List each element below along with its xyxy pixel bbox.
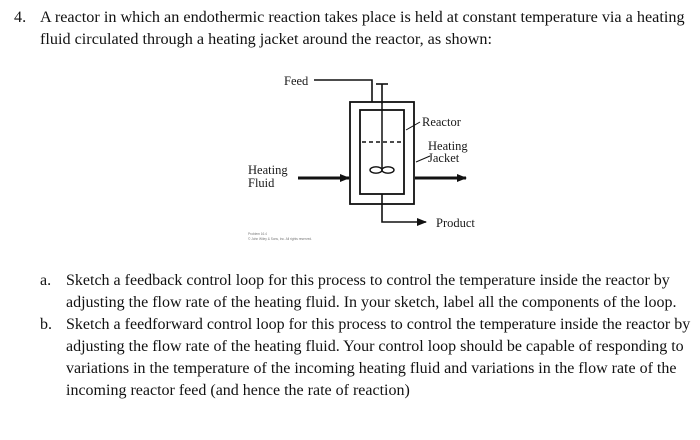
question-4: 4. A reactor in which an endothermic rea… xyxy=(14,6,690,50)
reactor-diagram: Feed Heating Fluid Product Reactor Heati… xyxy=(230,64,500,254)
impeller-blade-right xyxy=(381,166,395,174)
jacket-leader-line xyxy=(415,155,431,163)
figure-credit-line1: Problem 16.4 xyxy=(248,232,267,236)
part-b-text: Sketch a feedforward control loop for th… xyxy=(66,316,691,399)
question-stem-row: 4. A reactor in which an endothermic rea… xyxy=(14,6,690,50)
figure-credit-line2: © John Wiley & Sons, Inc. All rights res… xyxy=(248,237,312,241)
part-b-letter: b. xyxy=(40,316,52,333)
question-parts: a. Sketch a feedback control loop for th… xyxy=(40,270,692,402)
part-b: b. Sketch a feedforward control loop for… xyxy=(40,314,692,402)
feed-label: Feed xyxy=(284,74,309,88)
reactor-label: Reactor xyxy=(422,115,462,129)
product-label: Product xyxy=(436,216,475,230)
impeller-blade-left xyxy=(369,166,383,174)
product-line xyxy=(381,194,427,226)
question-number: 4. xyxy=(14,8,27,26)
heating-jacket-label-line1: Heating xyxy=(428,139,468,153)
feed-line xyxy=(314,79,373,102)
heating-fluid-label-line1: Heating xyxy=(248,163,288,177)
reactor-leader-line xyxy=(405,121,421,131)
part-a: a. Sketch a feedback control loop for th… xyxy=(40,270,692,314)
heating-fluid-label-line2: Fluid xyxy=(248,176,275,190)
reactor-diagram-svg: Feed Heating Fluid Product Reactor Heati… xyxy=(248,74,475,241)
part-a-letter: a. xyxy=(40,272,52,289)
question-stem: A reactor in which an endothermic reacti… xyxy=(40,8,685,48)
heating-jacket-label-line2: Jacket xyxy=(428,151,460,165)
part-a-text: Sketch a feedback control loop for this … xyxy=(66,272,677,311)
